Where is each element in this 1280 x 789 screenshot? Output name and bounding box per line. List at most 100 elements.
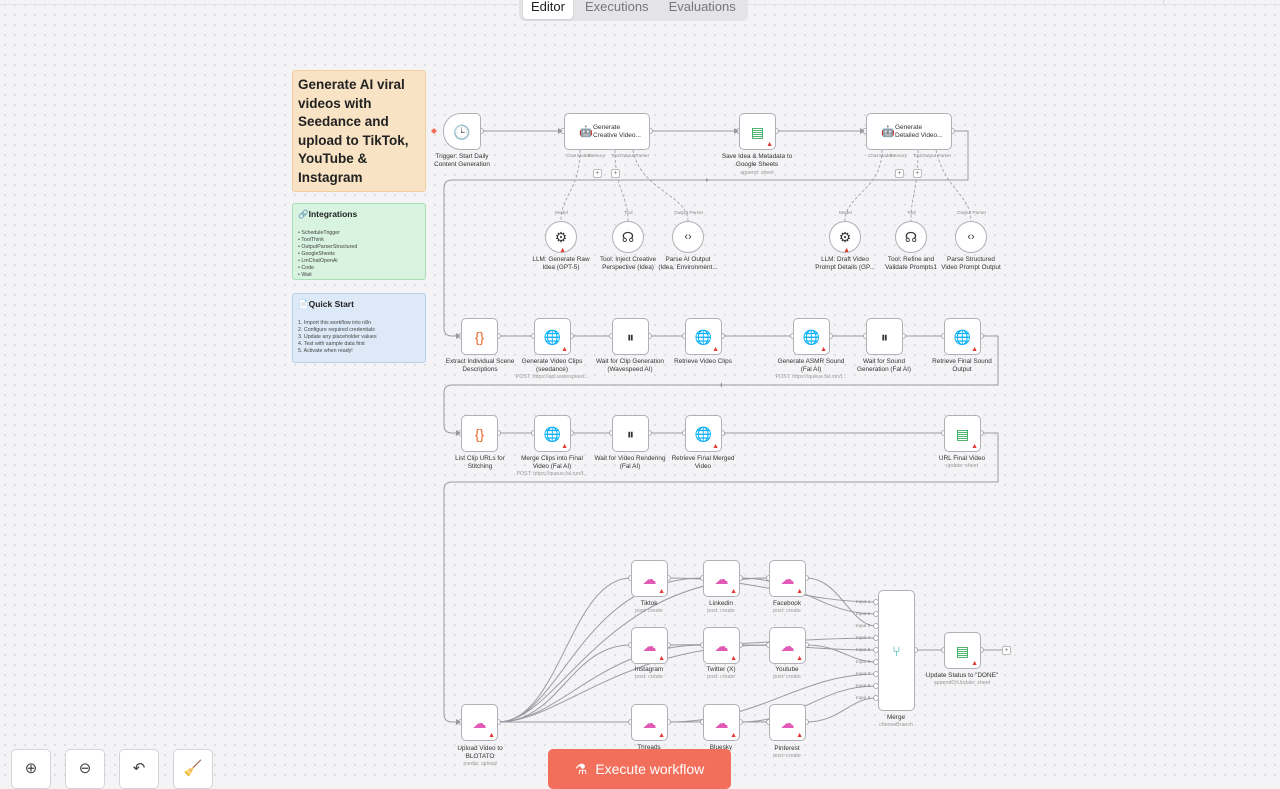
node-wait-render[interactable]: ⏸ bbox=[612, 415, 649, 452]
undo-button[interactable]: ↶ bbox=[119, 749, 159, 789]
node-retrieve-sound[interactable]: 🌐▲ bbox=[944, 318, 981, 355]
node-instagram[interactable]: ☁▲ bbox=[631, 627, 668, 664]
node-parse-output[interactable]: ‹› bbox=[672, 221, 704, 253]
port-label: Input 2 bbox=[856, 611, 871, 616]
node-upload-blotato[interactable]: ☁▲ bbox=[461, 704, 498, 741]
warning-icon: ▲ bbox=[730, 655, 737, 662]
node-label: Tiktok bbox=[640, 600, 658, 607]
warning-icon: ▲ bbox=[658, 655, 665, 662]
node-subtitle: post: create bbox=[773, 674, 801, 680]
integrations-list: • ScheduleTrigger • ToolThink • OutputPa… bbox=[298, 230, 420, 279]
node-retrieve-clips[interactable]: 🌐▲ bbox=[685, 318, 722, 355]
node-subtitle: post: create bbox=[707, 608, 735, 614]
node-twitter[interactable]: ☁▲ bbox=[703, 627, 740, 664]
warning-icon: ▲ bbox=[559, 247, 566, 254]
node-subtitle: appendOrUpdate: sheet bbox=[933, 680, 991, 686]
node-linkedin[interactable]: ☁▲ bbox=[703, 560, 740, 597]
warning-icon: ▲ bbox=[971, 443, 978, 450]
port-label: Input 1 bbox=[856, 599, 871, 604]
node-pinterest[interactable]: ☁▲ bbox=[769, 704, 806, 741]
node-wait-sound[interactable]: ⏸ bbox=[866, 318, 903, 355]
zoom-out-button[interactable]: ⊖ bbox=[65, 749, 105, 789]
list-item: 2. Configure required credentials bbox=[298, 327, 375, 333]
node-trigger[interactable]: 🕒 bbox=[443, 113, 481, 150]
zoom-out-icon: ⊖ bbox=[78, 760, 92, 777]
node-llm-draft-prompt[interactable]: ⚙▲ bbox=[829, 221, 861, 254]
pause-icon: ⏸ bbox=[627, 328, 634, 345]
warning-icon: ▲ bbox=[820, 346, 827, 353]
view-tabs: Editor Executions Evaluations bbox=[519, 0, 748, 21]
node-label: Linkedin bbox=[709, 600, 733, 607]
execute-workflow-button[interactable]: ⚗ Execute workflow bbox=[548, 749, 731, 789]
add-tool-button[interactable]: + bbox=[611, 169, 620, 178]
node-threads[interactable]: ☁▲ bbox=[631, 704, 668, 741]
zoom-in-button[interactable]: ⊕ bbox=[11, 749, 51, 789]
node-update-status[interactable]: ▤▲ bbox=[944, 632, 981, 669]
node-tool-refine[interactable]: ☊ bbox=[895, 221, 927, 253]
add-memory-button[interactable]: + bbox=[593, 169, 602, 178]
port-label: Tool bbox=[907, 210, 916, 215]
node-youtube[interactable]: ☁▲ bbox=[769, 627, 806, 664]
warning-icon: ▲ bbox=[971, 660, 978, 667]
tab-executions[interactable]: Executions bbox=[584, 0, 649, 14]
node-parse-structured[interactable]: ‹› bbox=[955, 221, 987, 253]
port-label: Output Parser bbox=[674, 210, 704, 215]
node-list-clip-urls[interactable]: {} bbox=[461, 415, 498, 452]
node-subtitle: media: upload bbox=[463, 761, 497, 767]
globe-icon: 🌐 bbox=[802, 328, 821, 345]
add-memory-button[interactable]: + bbox=[895, 169, 904, 178]
node-subtitle: POST: https://queue.fal.run/f... bbox=[775, 374, 847, 380]
node-tiktok[interactable]: ☁▲ bbox=[631, 560, 668, 597]
node-wait-clip[interactable]: ⏸ bbox=[612, 318, 649, 355]
node-extract-scenes[interactable]: {} bbox=[461, 318, 498, 355]
title-line: upload to TikTok, bbox=[298, 132, 409, 148]
add-tool-button[interactable]: + bbox=[913, 169, 922, 178]
node-label: Update Status to "DONE" bbox=[925, 672, 999, 679]
node-llm-raw-idea[interactable]: ⚙▲ bbox=[545, 221, 577, 254]
node-subtitle: post: create bbox=[773, 753, 801, 759]
tidy-up-button[interactable]: 🧹 bbox=[173, 749, 213, 789]
merge-icon: ⑂ bbox=[892, 642, 901, 659]
sticky-note-title[interactable]: Generate AI viral videos with Seedance a… bbox=[292, 70, 426, 192]
node-bluesky[interactable]: ☁▲ bbox=[703, 704, 740, 741]
code-brackets-icon: ‹› bbox=[684, 231, 692, 243]
warning-icon: ▲ bbox=[730, 588, 737, 595]
node-generate-clips[interactable]: 🌐▲ bbox=[534, 318, 571, 355]
title-line: YouTube & bbox=[298, 151, 368, 166]
node-tool-creative[interactable]: ☊ bbox=[612, 221, 644, 253]
google-sheets-icon: ▤ bbox=[955, 425, 970, 442]
port-label: Tool bbox=[611, 153, 620, 158]
warning-icon: ▲ bbox=[712, 443, 719, 450]
node-facebook[interactable]: ☁▲ bbox=[769, 560, 806, 597]
globe-icon: 🌐 bbox=[543, 328, 562, 345]
node-save-idea[interactable]: ▤▲ bbox=[739, 113, 776, 150]
list-item: • LmChatOpenAi bbox=[298, 258, 338, 264]
node-subtitle: post: create bbox=[773, 608, 801, 614]
openai-icon: ⚙ bbox=[554, 229, 568, 245]
node-label: Youtube bbox=[775, 666, 799, 673]
blotato-icon: ☁ bbox=[714, 570, 729, 587]
node-merge[interactable]: ⑂ bbox=[878, 590, 915, 711]
node-url-final-video[interactable]: ▤▲ bbox=[944, 415, 981, 452]
sticky-note-integrations[interactable]: 🔗Integrations • ScheduleTrigger • ToolTh… bbox=[292, 203, 426, 280]
node-generate-asmr[interactable]: 🌐▲ bbox=[793, 318, 830, 355]
zoom-in-icon: ⊕ bbox=[24, 760, 38, 777]
list-item: 4. Test with sample data first bbox=[298, 341, 365, 347]
node-subtitle: append: sheet bbox=[740, 170, 774, 176]
node-subtitle: post: create bbox=[635, 608, 663, 614]
node-merge-clips[interactable]: 🌐▲ bbox=[534, 415, 571, 452]
list-item: • ScheduleTrigger bbox=[298, 230, 340, 236]
warning-icon: ▲ bbox=[766, 141, 773, 148]
add-node-button[interactable]: + bbox=[1002, 646, 1011, 655]
tab-editor[interactable]: Editor bbox=[523, 0, 573, 19]
sticky-note-quick-start[interactable]: 📄Quick Start 1. Import this workflow int… bbox=[292, 293, 426, 363]
node-label: Bluesky bbox=[709, 744, 733, 751]
robot-icon: 🤖 bbox=[881, 125, 895, 138]
node-retrieve-merged[interactable]: 🌐▲ bbox=[685, 415, 722, 452]
tab-evaluations[interactable]: Evaluations bbox=[668, 0, 736, 14]
